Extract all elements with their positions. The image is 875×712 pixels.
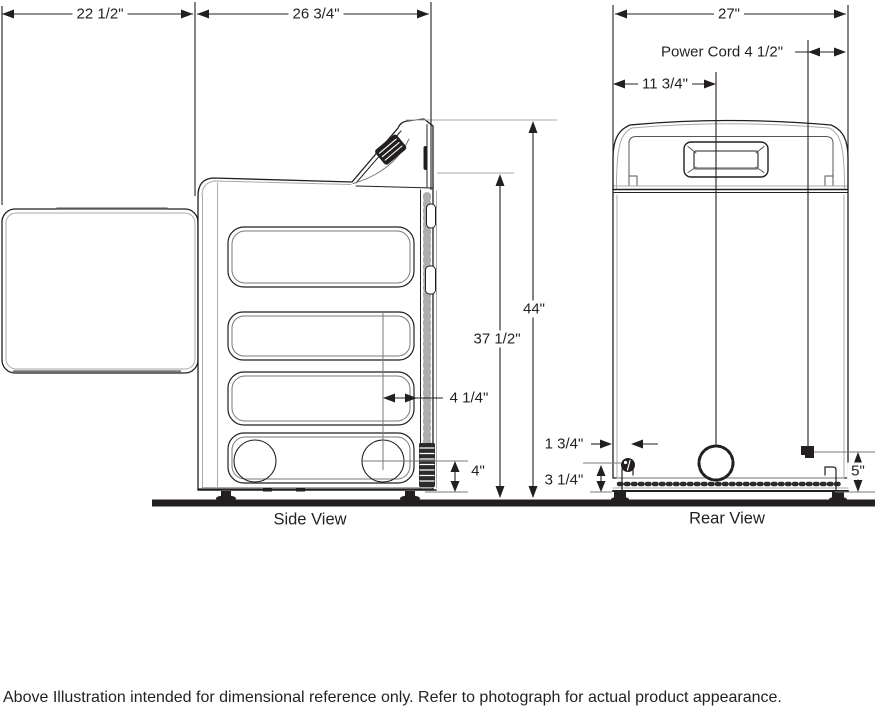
dim-label-depth: 26 3/4" [288, 5, 344, 23]
rear-view-label: Rear View [689, 509, 765, 528]
side-console [352, 124, 434, 189]
caption: Above Illustration intended for dimensio… [3, 689, 782, 706]
side-exhaust-vent [419, 443, 435, 487]
side-rear-band [420, 189, 437, 489]
dim-label-electrical-height: 3 1/4" [540, 471, 588, 489]
rear-body [612, 119, 849, 479]
dim-label-cord-exit-height: 5" [847, 462, 869, 480]
dim-label-door-open-depth: 22 1/2" [72, 5, 128, 23]
dim-label-power-cord: Power Cord 4 1/2" [656, 43, 788, 61]
dim-label-width: 27" [713, 5, 745, 23]
side-view-label: Side View [273, 510, 347, 529]
rear-view-drawing [611, 119, 849, 503]
power-cord-exit [801, 446, 814, 458]
side-body [197, 118, 434, 490]
rear-exhaust-opening [697, 444, 735, 482]
dim-label-vent-center-offset: 11 3/4" [638, 75, 692, 93]
console-knob [375, 134, 407, 165]
dim-label-electrical-offset: 1 3/4" [540, 435, 588, 453]
dim-label-total-height: 44" [518, 300, 550, 318]
electrical-connection [621, 458, 635, 472]
rear-handle [683, 141, 769, 178]
dimension-arrowheads [2, 9, 863, 498]
open-door [1, 207, 199, 374]
dim-label-exhaust-height: 4" [467, 462, 489, 480]
dim-label-panel-height: 37 1/2" [469, 330, 525, 348]
dim-label-exhaust-offset: 4 1/4" [445, 389, 493, 407]
floor-line [152, 499, 875, 507]
side-view-drawing [1, 118, 437, 502]
